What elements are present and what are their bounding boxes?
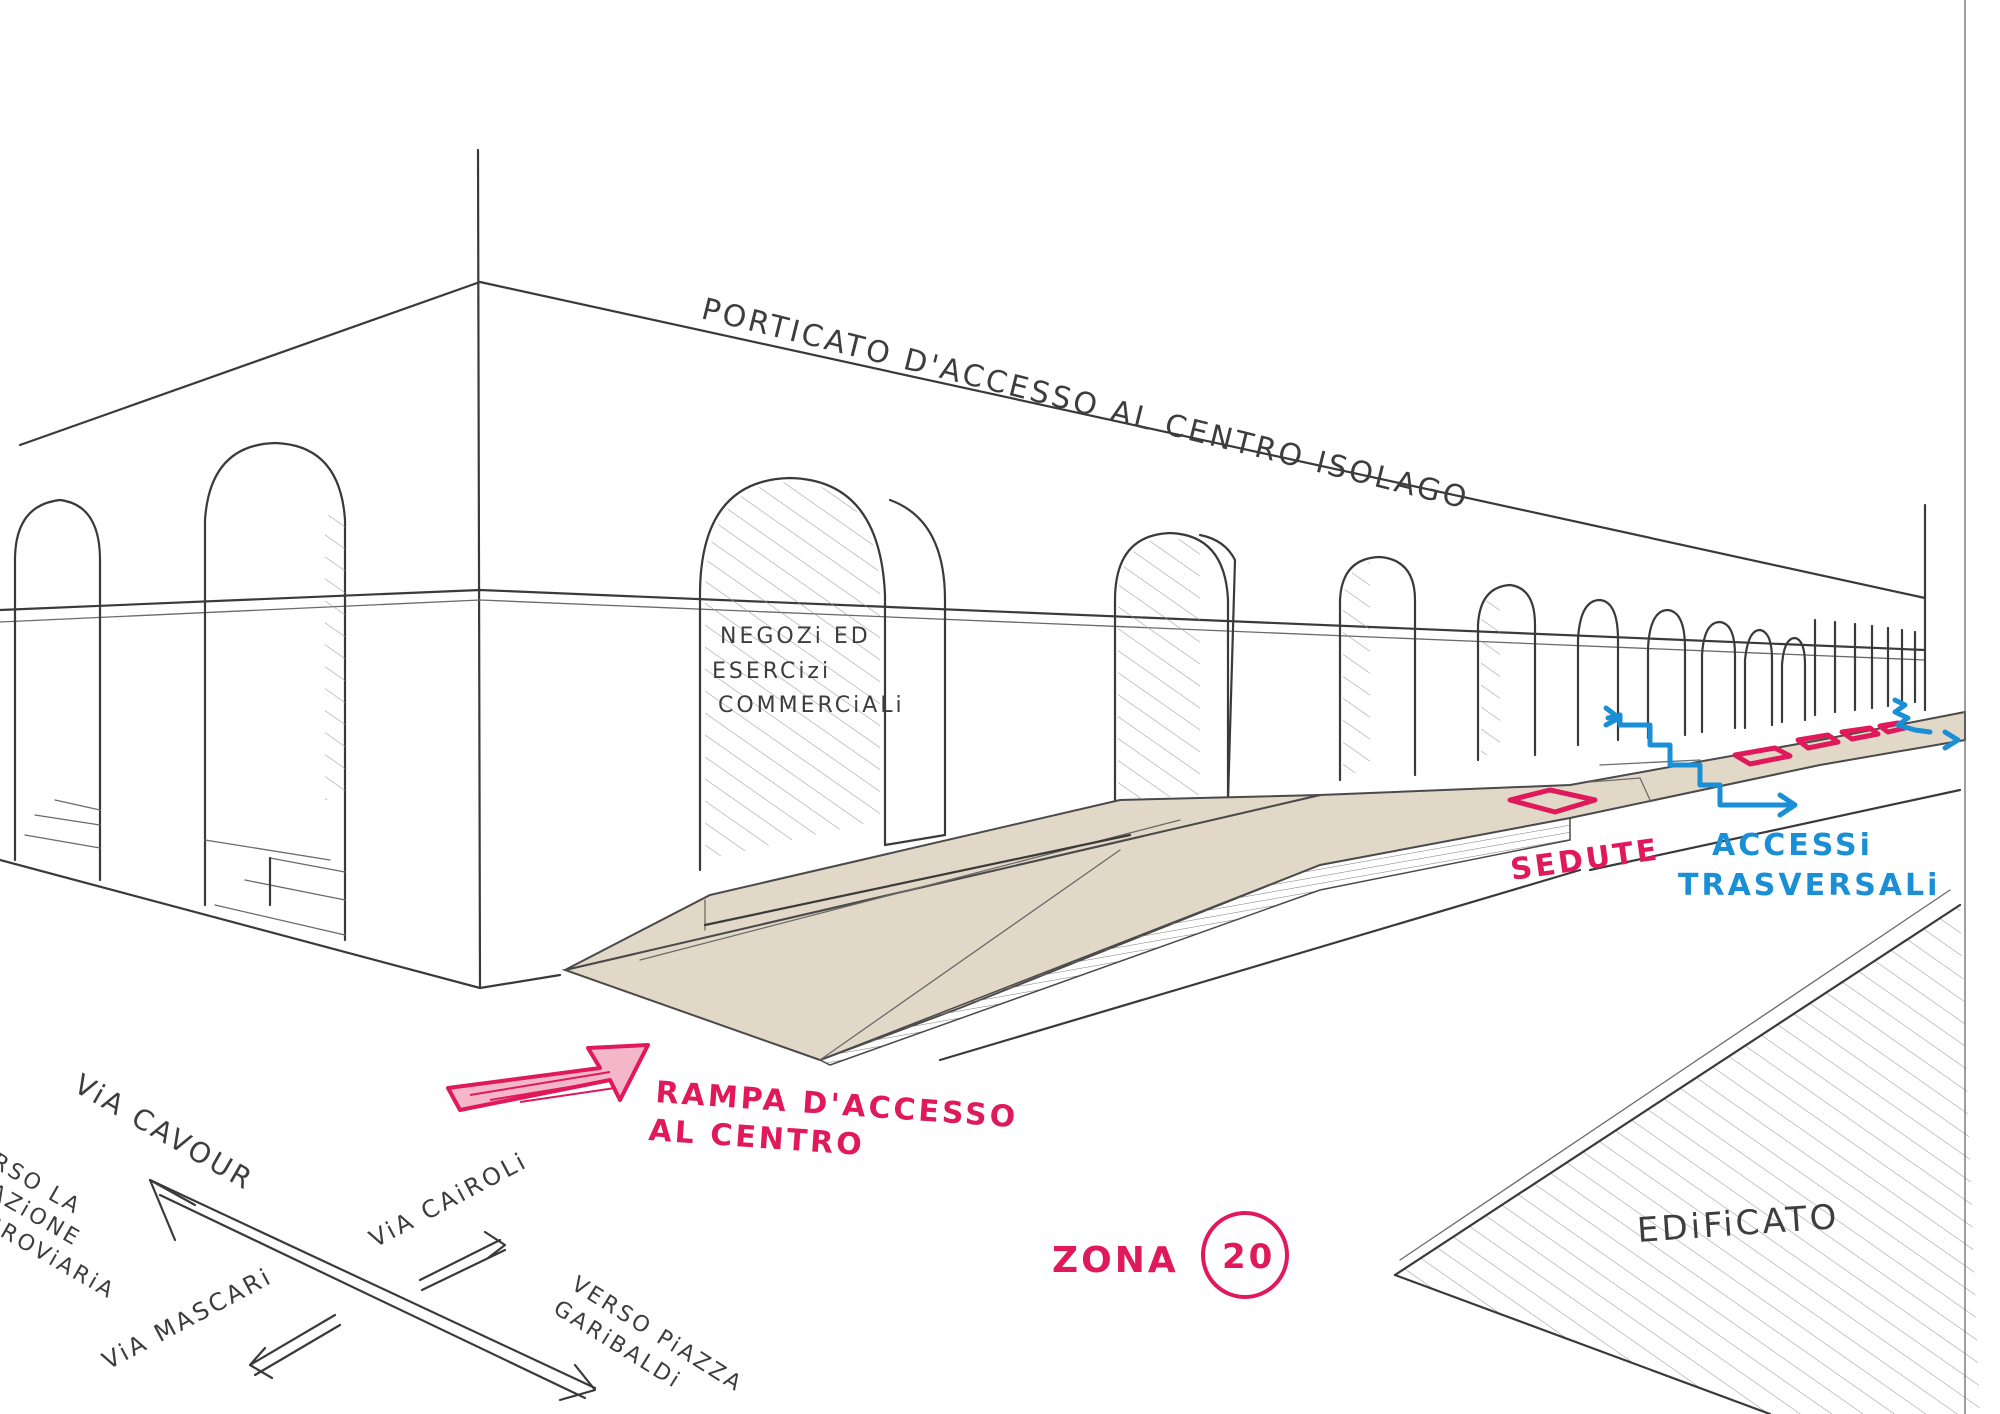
via-cairoli-label: ViA CAiROLi [365,1146,533,1253]
porticato-label: PORTICATO D'ACCESSO AL CENTRO ISOLAGO [698,292,1473,517]
arch-hatching [1343,562,1370,775]
accessi-label-line2: TRASVERSALi [1678,868,1940,903]
building-outline [0,148,1927,990]
benches [1507,720,1908,815]
shop-arch-hatching [705,482,880,860]
transverse-access-arrows [1603,697,1961,818]
zone-marker [1201,1211,1289,1299]
via-cavour-label: ViA CAVOUR [69,1067,260,1197]
zona-label: ZONA [1052,1240,1179,1281]
left-facade-arches [13,441,347,942]
ramp [561,710,1966,1066]
arch-hatching [1118,537,1200,800]
built-area [1393,889,1980,1414]
shops-label-line3: COMMERCiALi [718,693,905,718]
orientation-diagram [148,1178,597,1402]
via-mascari-label: ViA MASCARi [98,1262,278,1375]
ramp-access-arrow [446,1043,650,1112]
accessi-label-line1: ACCESSi [1712,828,1873,863]
zona-number: 20 [1222,1237,1275,1277]
shops-label-line1: NEGOZi ED [720,624,871,649]
arch-hatching [325,515,345,800]
arcade-arches [698,476,1917,872]
arch-hatching [1481,590,1500,755]
ramp-edge-hatching [818,817,1571,1066]
shops-label-line2: ESERCizi [712,659,831,684]
